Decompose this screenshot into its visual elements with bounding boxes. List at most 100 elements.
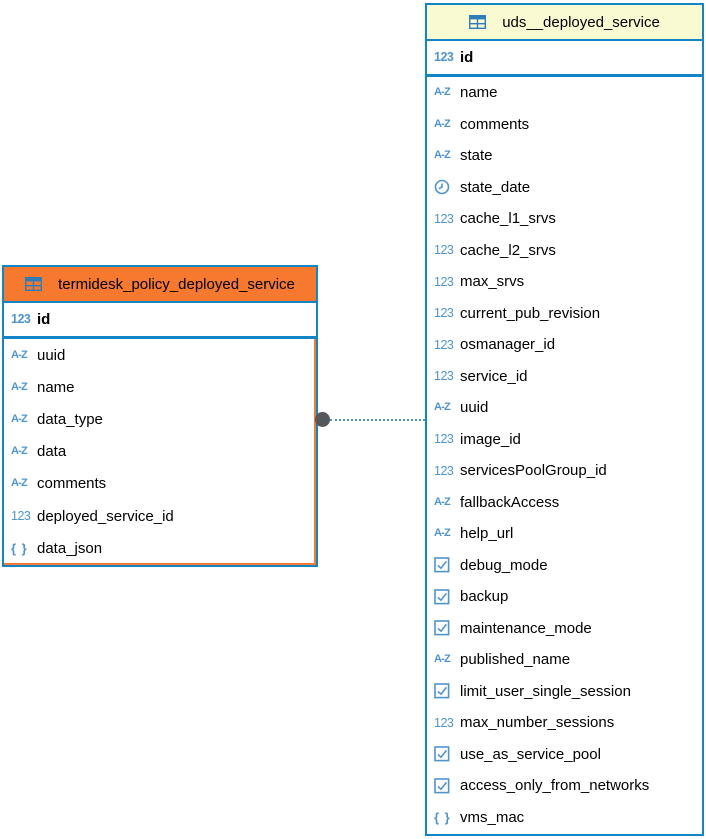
field-name: uuid xyxy=(460,399,489,417)
text-type-icon: A-Z xyxy=(11,380,28,393)
field-row[interactable]: A-Z published_name xyxy=(427,644,702,676)
field-name: comments xyxy=(460,115,530,133)
field-row[interactable]: 123 service_id xyxy=(427,361,702,393)
entity-header[interactable]: termidesk_policy_deployed_service xyxy=(4,267,316,303)
field-name: access_only_from_networks xyxy=(460,777,650,795)
field-name: help_url xyxy=(460,525,514,543)
field-name: id xyxy=(460,49,474,66)
field-name: backup xyxy=(460,588,509,606)
field-row[interactable]: A-Z comments xyxy=(427,109,702,141)
field-row[interactable]: 123 image_id xyxy=(427,424,702,456)
field-row[interactable]: access_only_from_networks xyxy=(427,770,702,802)
field-row[interactable]: { } vms_mac xyxy=(427,802,702,834)
field-row[interactable]: use_as_service_pool xyxy=(427,739,702,771)
field-list: A-Z name A-Z comments A-Z state state_da… xyxy=(427,77,702,833)
field-row[interactable]: A-Z fallbackAccess xyxy=(427,487,702,519)
field-name: name xyxy=(460,84,498,102)
field-row[interactable]: { } data_json xyxy=(4,532,316,564)
field-name: servicesPoolGroup_id xyxy=(460,462,607,480)
field-row[interactable]: 123 osmanager_id xyxy=(427,329,702,361)
field-name: published_name xyxy=(460,651,571,669)
number-type-icon: 123 xyxy=(434,243,454,257)
number-type-icon: 123 xyxy=(11,508,31,523)
boolean-type-icon xyxy=(434,620,460,636)
field-row[interactable]: A-Z data_type xyxy=(4,403,316,435)
number-type-icon: 123 xyxy=(434,432,454,446)
text-type-icon: A-Z xyxy=(434,117,451,130)
field-name: vms_mac xyxy=(460,808,525,826)
text-type-icon: A-Z xyxy=(11,348,28,361)
entity-title: termidesk_policy_deployed_service xyxy=(58,275,295,293)
field-name: uuid xyxy=(37,346,66,364)
boolean-type-icon xyxy=(434,683,460,699)
primary-key-row[interactable]: 123 id xyxy=(427,41,702,77)
field-row[interactable]: 123 current_pub_revision xyxy=(427,298,702,330)
field-name: max_number_sessions xyxy=(460,714,615,732)
text-type-icon: A-Z xyxy=(434,401,451,414)
field-name: cache_l1_srvs xyxy=(460,210,556,228)
field-name: deployed_service_id xyxy=(37,507,174,525)
field-name: limit_user_single_session xyxy=(460,682,631,700)
field-name: max_srvs xyxy=(460,273,525,291)
text-type-icon: A-Z xyxy=(11,477,28,490)
field-row[interactable]: A-Z help_url xyxy=(427,518,702,550)
number-type-icon: 123 xyxy=(434,306,454,320)
field-row[interactable]: 123 max_number_sessions xyxy=(427,707,702,739)
number-type-icon: 123 xyxy=(11,312,31,327)
number-type-icon: 123 xyxy=(434,369,454,383)
field-row[interactable]: state_date xyxy=(427,172,702,204)
field-name: current_pub_revision xyxy=(460,304,601,322)
number-type-icon: 123 xyxy=(434,50,454,65)
number-type-icon: 123 xyxy=(434,337,454,352)
text-type-icon: A-Z xyxy=(434,653,451,666)
field-row[interactable]: debug_mode xyxy=(427,550,702,582)
field-row[interactable]: 123 deployed_service_id xyxy=(4,500,316,532)
text-type-icon: A-Z xyxy=(11,412,28,425)
number-type-icon: 123 xyxy=(434,715,454,730)
datetime-type-icon xyxy=(434,179,460,195)
field-row[interactable]: A-Z data xyxy=(4,436,316,468)
field-name: fallbackAccess xyxy=(460,493,560,511)
text-type-icon: A-Z xyxy=(434,149,451,162)
field-row[interactable]: A-Z uuid xyxy=(427,392,702,424)
field-name: id xyxy=(37,311,51,328)
field-row[interactable]: 123 cache_l1_srvs xyxy=(427,203,702,235)
field-row[interactable]: A-Z state xyxy=(427,140,702,172)
table-icon xyxy=(25,277,51,291)
field-row[interactable]: A-Z name xyxy=(427,77,702,109)
field-row[interactable]: maintenance_mode xyxy=(427,613,702,645)
boolean-type-icon xyxy=(434,777,460,794)
field-row[interactable]: 123 servicesPoolGroup_id xyxy=(427,455,702,487)
field-row[interactable]: A-Z comments xyxy=(4,468,316,500)
text-type-icon: A-Z xyxy=(11,445,28,458)
entity-header[interactable]: uds__deployed_service xyxy=(427,5,702,41)
text-type-icon: A-Z xyxy=(434,86,451,99)
field-row[interactable]: backup xyxy=(427,581,702,613)
entity-uds-deployed-service[interactable]: uds__deployed_service 123 id A-Z name A-… xyxy=(425,3,704,836)
field-name: comments xyxy=(37,475,107,493)
relation-endpoint-dot[interactable] xyxy=(315,412,330,427)
field-name: state xyxy=(460,147,493,165)
primary-key-row[interactable]: 123 id xyxy=(4,303,316,339)
field-row[interactable]: limit_user_single_session xyxy=(427,676,702,708)
entity-termidesk-policy-deployed-service[interactable]: termidesk_policy_deployed_service 123 id… xyxy=(2,265,318,567)
boolean-type-icon xyxy=(434,588,460,605)
boolean-type-icon xyxy=(434,746,460,762)
text-type-icon: A-Z xyxy=(434,495,451,508)
field-name: data_json xyxy=(37,539,103,557)
field-name: debug_mode xyxy=(460,556,548,574)
entity-title: uds__deployed_service xyxy=(502,13,660,31)
field-row[interactable]: A-Z name xyxy=(4,371,316,403)
field-name: osmanager_id xyxy=(460,336,556,354)
field-row[interactable]: A-Z uuid xyxy=(4,339,316,371)
field-name: data xyxy=(37,443,67,461)
field-row[interactable]: 123 cache_l2_srvs xyxy=(427,235,702,267)
field-name: cache_l2_srvs xyxy=(460,241,556,259)
number-type-icon: 123 xyxy=(434,274,454,289)
relation-line[interactable] xyxy=(330,419,425,421)
field-name: maintenance_mode xyxy=(460,619,592,637)
field-name: service_id xyxy=(460,367,528,385)
boolean-type-icon xyxy=(434,557,460,573)
field-row[interactable]: 123 max_srvs xyxy=(427,266,702,298)
